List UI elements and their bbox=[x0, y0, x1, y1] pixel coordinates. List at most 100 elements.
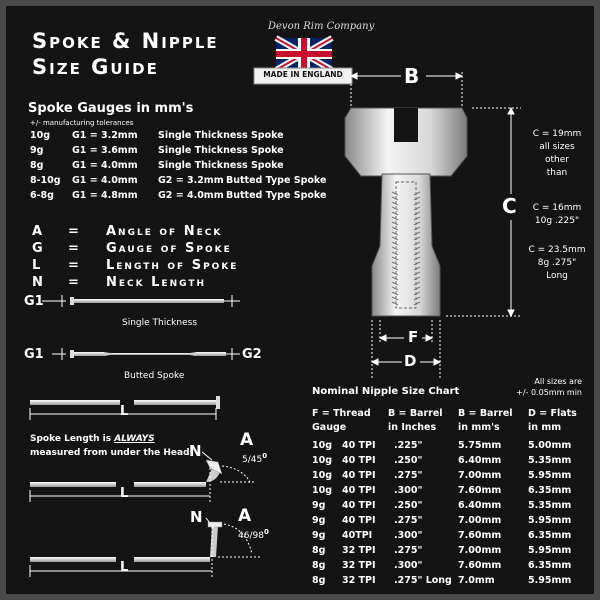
g1-cell: G1 = 3.6mm bbox=[72, 145, 138, 156]
table-row-mm: 7.60mm bbox=[458, 560, 502, 571]
table-row-tpi: 40TPI bbox=[342, 530, 373, 541]
table-row-flats: 6.35mm bbox=[528, 485, 572, 496]
legend-description: Gauge of Spoke bbox=[106, 241, 232, 256]
table-row-gauge: 10g bbox=[312, 440, 333, 451]
butted-g1-label: G1 bbox=[24, 347, 44, 362]
g2-cell: G2 = 4.0mm bbox=[158, 190, 224, 201]
chart-header: B = Barrel bbox=[458, 408, 513, 419]
length-straight-drawing bbox=[29, 396, 220, 420]
table-row-mm: 6.40mm bbox=[458, 455, 502, 466]
length-label-3: L bbox=[120, 560, 129, 575]
side-note-3-line: 8g .275" bbox=[537, 258, 577, 268]
type-cell: Single Thickness Spoke bbox=[158, 130, 284, 141]
side-note-2-line: C = 16mm bbox=[532, 203, 582, 213]
chart-header: in mm bbox=[528, 422, 562, 433]
bent-spoke-98-drawing bbox=[29, 517, 260, 577]
side-note-1-line: than bbox=[546, 168, 568, 178]
logo-banner-text: MADE IN ENGLAND bbox=[263, 70, 343, 79]
table-row-tpi: 40 TPI bbox=[342, 455, 376, 466]
dimension-f-label: F bbox=[408, 328, 419, 346]
length-label-2: L bbox=[120, 486, 129, 501]
type-cell: Butted Type Spoke bbox=[226, 175, 327, 186]
single-spoke-drawing bbox=[42, 295, 240, 307]
table-row-mm: 7.00mm bbox=[458, 470, 502, 481]
chart-title: Nominal Nipple Size Chart bbox=[312, 386, 460, 397]
table-row-tpi: 40 TPI bbox=[342, 470, 376, 481]
side-note-2-line: 10g .225" bbox=[534, 216, 580, 226]
table-row-tpi: 32 TPI bbox=[342, 560, 376, 571]
table-row-gauge: 8g bbox=[312, 560, 326, 571]
table-row-flats: 6.35mm bbox=[528, 530, 572, 541]
single-thickness-label: Single Thickness bbox=[122, 318, 198, 328]
title-line-1: Spoke & Nipple bbox=[32, 29, 219, 53]
gauges-heading: Spoke Gauges in mm's bbox=[28, 101, 194, 116]
table-row-gauge: 8g bbox=[312, 545, 326, 556]
table-row-mm: 6.40mm bbox=[458, 500, 502, 511]
length-note-prefix: Spoke Length is bbox=[30, 434, 115, 444]
angle-label-2: A bbox=[238, 506, 252, 526]
chart-header: Gauge bbox=[312, 422, 347, 433]
side-note-1-line: all sizes bbox=[539, 142, 575, 152]
table-row-mm: 5.75mm bbox=[458, 440, 502, 451]
table-row-tpi: 32 TPI bbox=[342, 545, 376, 556]
legend-equals: = bbox=[68, 258, 81, 273]
side-note-3-line: Long bbox=[546, 271, 568, 281]
table-row-gauge: 9g bbox=[312, 500, 326, 511]
degree-mark-1: 0 bbox=[262, 452, 268, 460]
side-note-1: C = 19mm all sizes other than bbox=[526, 128, 588, 180]
table-row-inch: .275" bbox=[394, 545, 423, 556]
side-note-3: C = 23.5mm 8g .275" Long bbox=[526, 244, 588, 283]
table-row-flats: 5.00mm bbox=[528, 440, 572, 451]
chart-header: in mm's bbox=[458, 422, 500, 433]
table-row-inch: .300" bbox=[394, 530, 423, 541]
length-label-1: L bbox=[120, 404, 129, 419]
legend-description: Neck Length bbox=[106, 275, 206, 290]
table-row-gauge: 10g bbox=[312, 485, 333, 496]
table-row-mm: 7.60mm bbox=[458, 530, 502, 541]
side-note-2: C = 16mm 10g .225" bbox=[526, 202, 588, 228]
chart-header: B = Barrel bbox=[388, 408, 443, 419]
nipple-drawing bbox=[344, 107, 468, 317]
table-row-flats: 5.95mm bbox=[528, 575, 572, 586]
chart-header: D = Flats bbox=[528, 408, 577, 419]
table-row-inch: .300" bbox=[394, 560, 423, 571]
table-row-inch: .250" bbox=[394, 455, 423, 466]
legend-description: Angle of Neck bbox=[106, 224, 223, 239]
butted-spoke-label: Butted Spoke bbox=[124, 371, 185, 381]
length-note-line-2: measured from under the Head bbox=[30, 448, 190, 458]
neck-label-1: N bbox=[189, 442, 202, 460]
gauge-cell: 6-8g bbox=[30, 190, 54, 201]
g1-cell: G1 = 4.8mm bbox=[72, 190, 138, 201]
table-row-gauge: 10g bbox=[312, 455, 333, 466]
chart-header: in Inches bbox=[388, 422, 437, 433]
single-g1-label: G1 bbox=[24, 294, 44, 309]
table-row-inch: .300" bbox=[394, 485, 423, 496]
table-row-mm: 7.00mm bbox=[458, 545, 502, 556]
neck-label-2: N bbox=[190, 508, 203, 526]
table-row-inch: .250" bbox=[394, 500, 423, 511]
length-note-emphasis: ALWAYS bbox=[114, 434, 155, 444]
tolerance-note: +/- manufacturing tolerances bbox=[30, 119, 134, 127]
type-cell: Single Thickness Spoke bbox=[158, 160, 284, 171]
legend-description: Length of Spoke bbox=[106, 258, 239, 273]
angle-value-2-text: 46/98 bbox=[238, 531, 264, 541]
legend-equals: = bbox=[68, 224, 81, 239]
gauge-cell: 8g bbox=[30, 160, 44, 171]
side-note-3-line: C = 23.5mm bbox=[528, 245, 586, 255]
chart-note-line: +/- 0.05mm min bbox=[516, 388, 582, 397]
guide-title: Spoke & Nipple Size Guide bbox=[32, 28, 219, 80]
angle-value-2: 46/980 bbox=[238, 528, 269, 541]
g1-cell: G1 = 3.2mm bbox=[72, 130, 138, 141]
table-row-mm: 7.60mm bbox=[458, 485, 502, 496]
table-row-tpi: 32 TPI bbox=[342, 575, 376, 586]
legend-key: A bbox=[32, 224, 45, 239]
table-row-mm: 7.00mm bbox=[458, 515, 502, 526]
legend-equals: = bbox=[68, 241, 81, 256]
table-row-flats: 5.95mm bbox=[528, 515, 572, 526]
bent-spoke-45-drawing bbox=[29, 451, 256, 502]
legend-equals: = bbox=[68, 275, 81, 290]
